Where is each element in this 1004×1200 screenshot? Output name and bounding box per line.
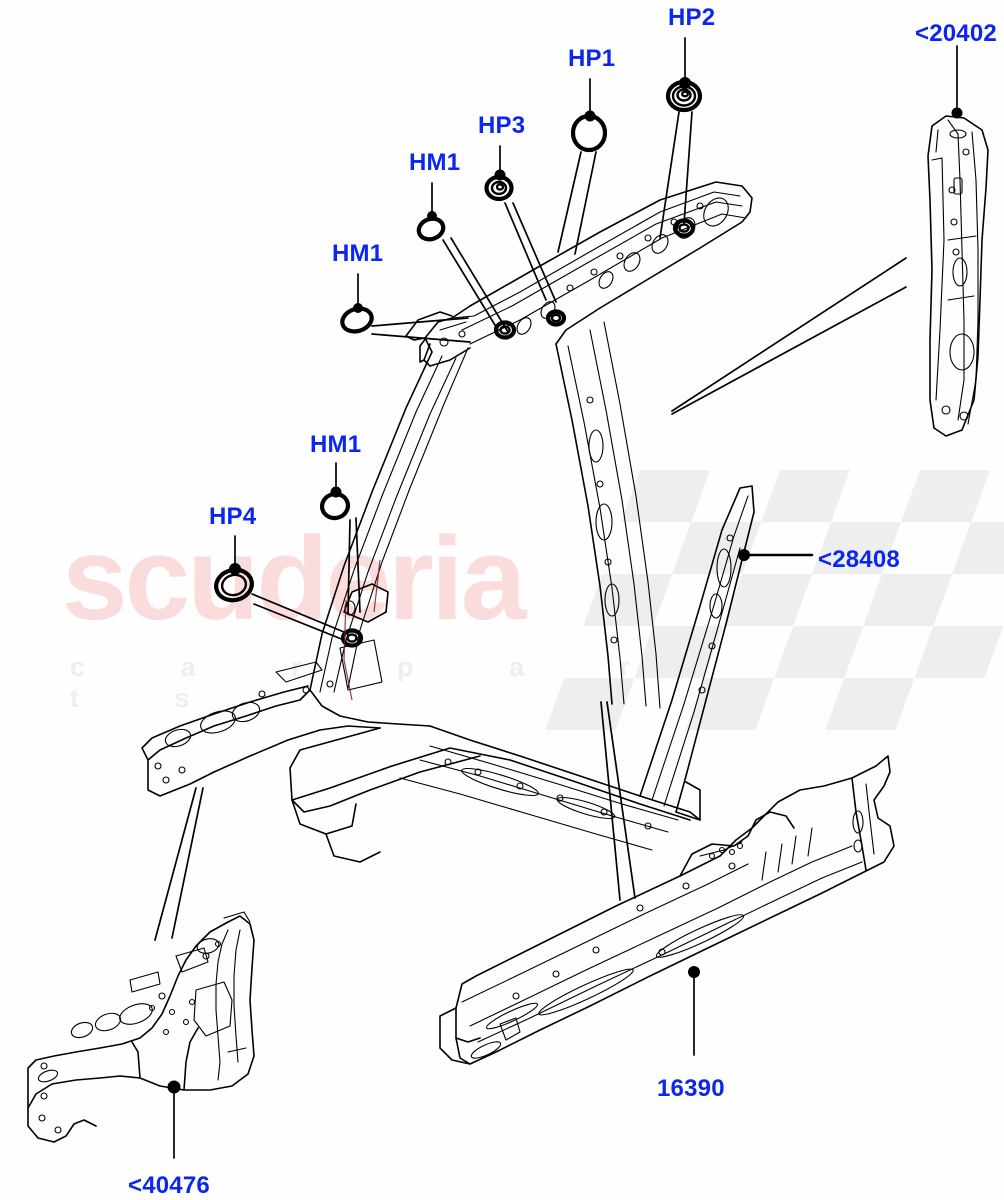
callout-part-20402: <20402 [915,20,997,47]
part-body-side-inner-assembly [141,181,755,863]
callout-hp3: HP3 [478,112,526,139]
callout-hm1-c: HM1 [310,431,362,458]
leader-lines [154,111,907,941]
part-40476-a-pillar-lower-panel [27,911,255,1143]
symbol-hp2 [665,37,703,113]
part-16390-rocker-sill-panel [439,755,895,1065]
callout-hp2: HP2 [668,4,716,31]
callout-leaders [167,45,963,1159]
callout-part-28408: <28408 [818,546,900,573]
symbol-hp3 [484,145,514,202]
symbol-hm1-a [340,273,374,334]
callout-hp4: HP4 [209,503,257,530]
symbol-hm1-b [416,182,446,242]
callout-hm1-a: HM1 [332,240,384,267]
callout-hp1: HP1 [568,45,616,72]
callout-part-16390: 16390 [657,1075,725,1102]
part-20402-b-pillar-reinforcement [927,115,989,437]
callout-hm1-b: HM1 [409,149,461,176]
symbol-hm1-c [319,462,351,521]
symbol-hp4 [214,535,254,603]
callout-part-40476: <40476 [128,1172,210,1199]
symbol-hp1 [570,78,608,153]
